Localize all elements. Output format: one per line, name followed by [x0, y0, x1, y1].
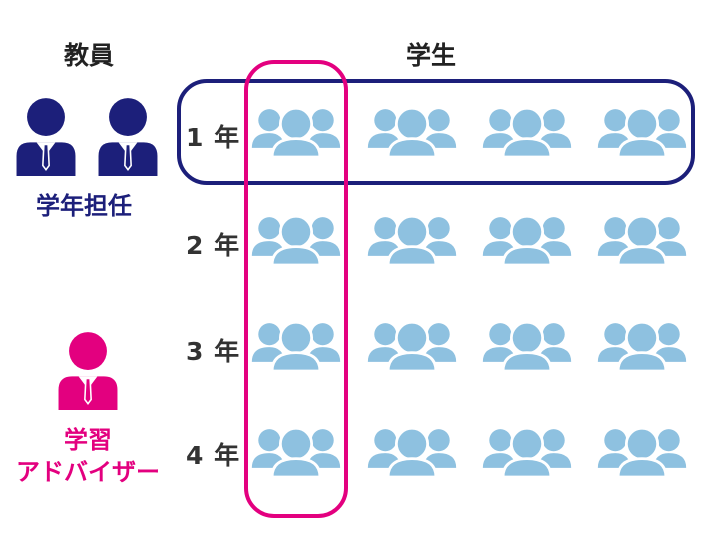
advisor-scope-frame	[244, 60, 348, 518]
student-group-icon	[597, 214, 687, 267]
student-group-icon	[482, 320, 572, 373]
teachers-header: 教員	[64, 41, 115, 70]
student-group-icon	[482, 214, 572, 267]
advisor-label-line2: アドバイザー	[16, 458, 160, 486]
student-group-icon	[251, 214, 341, 267]
student-group-icon	[597, 320, 687, 373]
student-group-icon	[367, 426, 457, 479]
students-header: 学生	[406, 41, 457, 70]
advisor-icon	[58, 332, 118, 410]
student-group-icon	[597, 106, 687, 159]
homeroom-teacher-icon-2	[98, 98, 158, 176]
grade-label-1: 1 年	[186, 123, 241, 152]
grade-label-3: 3 年	[186, 337, 241, 366]
student-group-icon	[251, 320, 341, 373]
homeroom-scope-frame	[177, 79, 695, 185]
student-group-icon	[367, 320, 457, 373]
advisor-label-line1: 学習	[64, 426, 112, 454]
homeroom-teacher-label: 学年担任	[36, 192, 132, 220]
student-group-icon	[251, 426, 341, 479]
student-group-icon	[482, 426, 572, 479]
student-group-icon	[367, 214, 457, 267]
student-group-icon	[597, 426, 687, 479]
student-group-icon	[367, 106, 457, 159]
student-group-icon	[482, 106, 572, 159]
grade-label-4: 4 年	[186, 441, 241, 470]
grade-label-2: 2 年	[186, 231, 241, 260]
homeroom-teacher-icon-1	[16, 98, 76, 176]
student-group-icon	[251, 106, 341, 159]
